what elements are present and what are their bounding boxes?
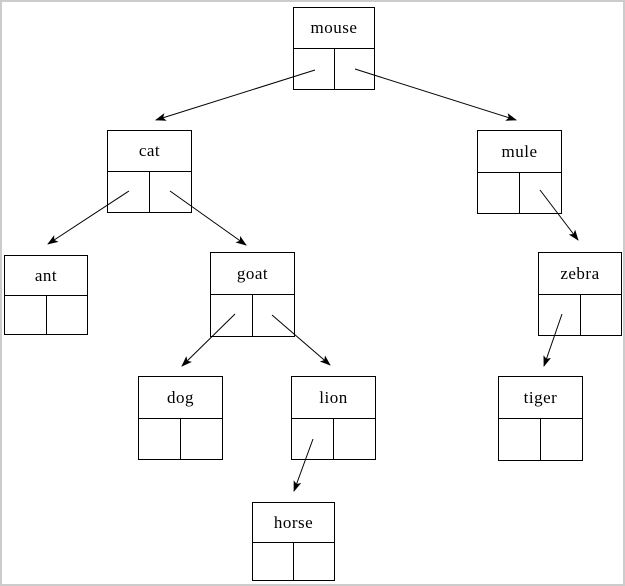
node-label: tiger — [499, 377, 582, 419]
pointer-cells — [292, 419, 375, 459]
left-pointer-cell — [108, 172, 150, 212]
tree-node-cat: cat — [107, 130, 192, 213]
left-pointer-cell — [539, 295, 581, 335]
tree-node-tiger: tiger — [498, 376, 583, 461]
left-pointer-cell — [478, 173, 520, 213]
left-pointer-cell — [139, 419, 181, 459]
pointer-cells — [253, 543, 334, 580]
pointer-cells — [211, 295, 294, 336]
edge-mouse-left-to-cat — [155, 69, 316, 121]
tree-node-goat: goat — [210, 252, 295, 337]
left-pointer-cell — [294, 49, 335, 89]
tree-node-mouse: mouse — [293, 7, 375, 90]
right-pointer-cell — [335, 49, 375, 89]
pointer-cells — [499, 419, 582, 460]
left-pointer-cell — [292, 419, 334, 459]
node-label: zebra — [539, 253, 621, 295]
tree-node-zebra: zebra — [538, 252, 622, 336]
node-label: horse — [253, 503, 334, 543]
tree-node-dog: dog — [138, 376, 223, 460]
node-label: mouse — [294, 8, 374, 49]
right-pointer-cell — [253, 295, 294, 336]
pointer-cells — [5, 296, 87, 334]
right-pointer-cell — [541, 419, 582, 460]
right-pointer-cell — [47, 296, 88, 334]
node-label: ant — [5, 256, 87, 296]
right-pointer-cell — [581, 295, 622, 335]
right-pointer-cell — [520, 173, 561, 213]
tree-node-horse: horse — [252, 502, 335, 581]
node-label: dog — [139, 377, 222, 419]
node-label: cat — [108, 131, 191, 172]
node-label: mule — [478, 131, 561, 173]
left-pointer-cell — [5, 296, 47, 334]
left-pointer-cell — [253, 543, 294, 580]
edge-mouse-right-to-mule — [354, 68, 517, 121]
tree-node-mule: mule — [477, 130, 562, 214]
right-pointer-cell — [334, 419, 375, 459]
left-pointer-cell — [211, 295, 253, 336]
right-pointer-cell — [181, 419, 222, 459]
right-pointer-cell — [150, 172, 191, 212]
left-pointer-cell — [499, 419, 541, 460]
tree-node-lion: lion — [291, 376, 376, 460]
pointer-cells — [478, 173, 561, 213]
node-label: goat — [211, 253, 294, 295]
node-label: lion — [292, 377, 375, 419]
right-pointer-cell — [294, 543, 334, 580]
pointer-cells — [294, 49, 374, 89]
tree-node-ant: ant — [4, 255, 88, 335]
pointer-cells — [108, 172, 191, 212]
pointer-cells — [139, 419, 222, 459]
pointer-cells — [539, 295, 621, 335]
